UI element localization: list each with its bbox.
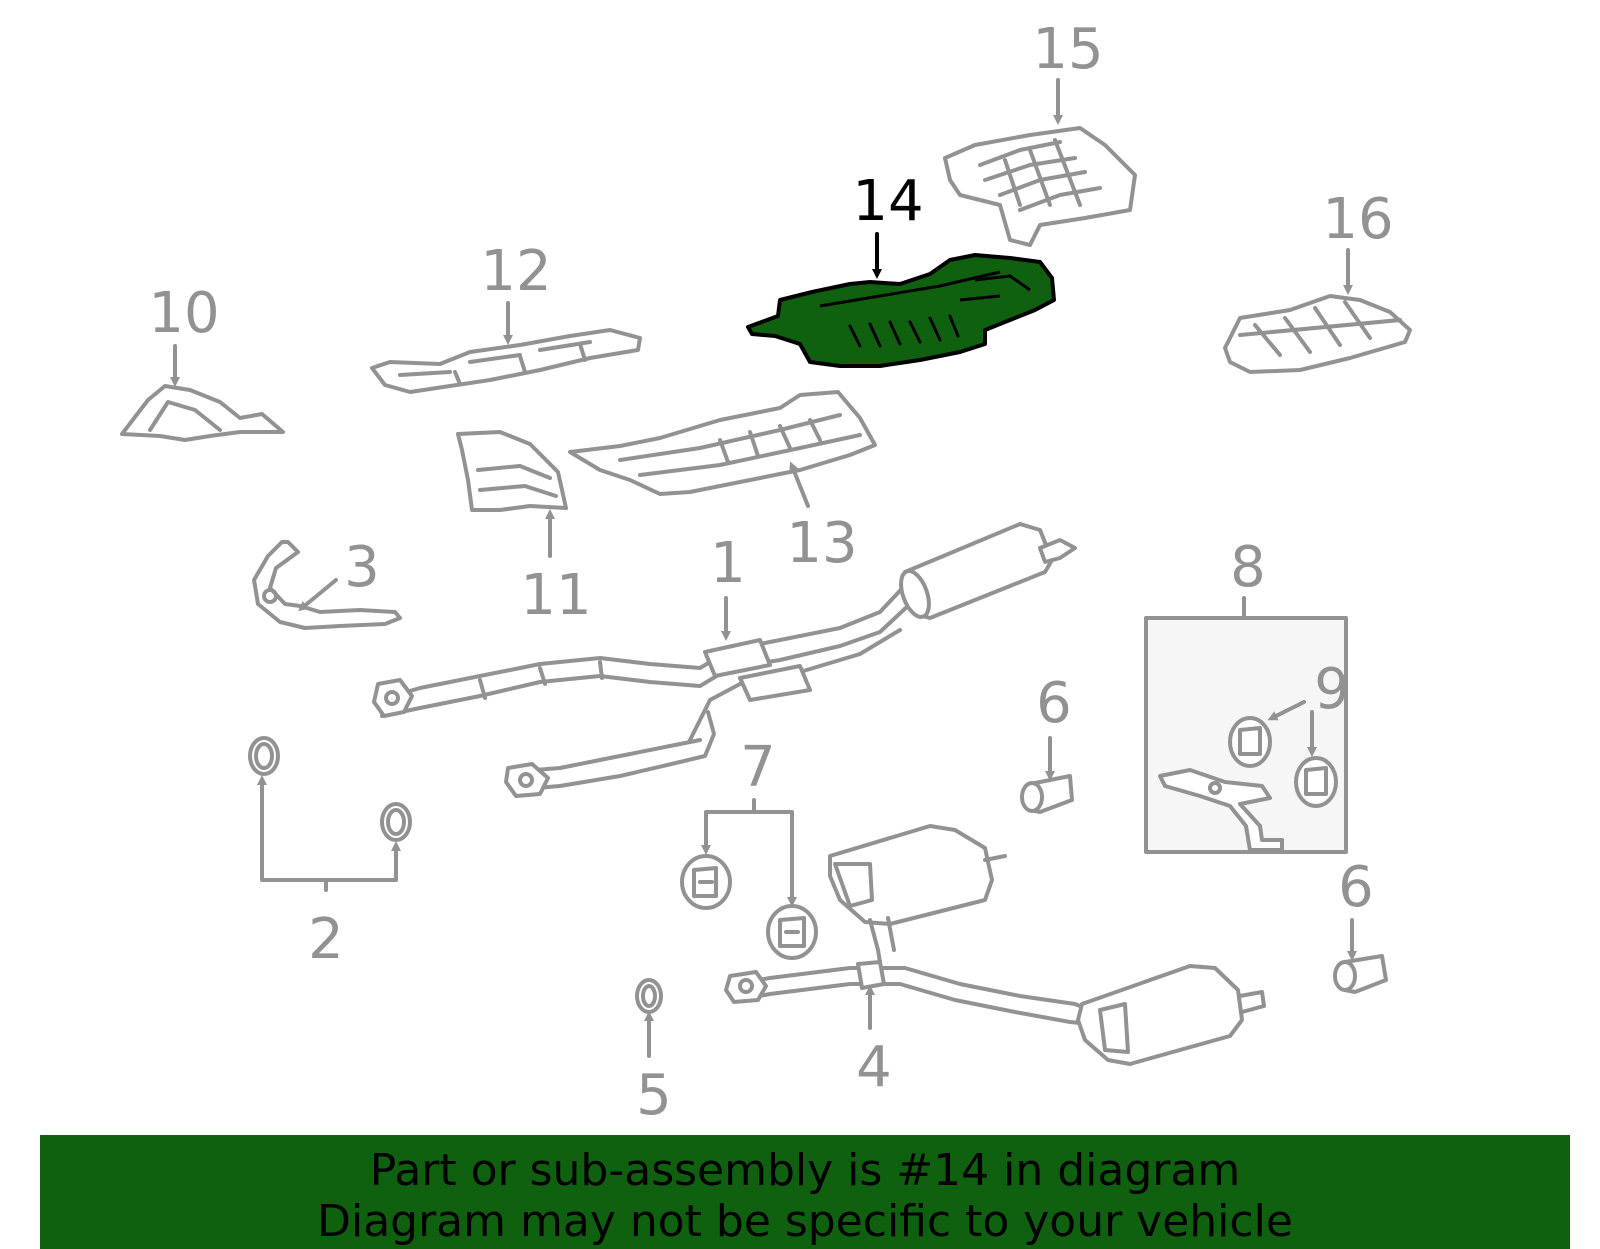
callout-7: 7 bbox=[740, 735, 776, 800]
leader-7-b bbox=[752, 810, 797, 907]
callout-14: 14 bbox=[852, 169, 923, 234]
callout-8: 8 bbox=[1230, 535, 1266, 600]
part-7-hangers[interactable] bbox=[680, 854, 818, 960]
part-11-heat-insulator[interactable] bbox=[456, 430, 568, 512]
callout-11: 11 bbox=[520, 563, 591, 628]
callout-1: 1 bbox=[710, 531, 746, 596]
leader-2-a bbox=[257, 775, 328, 892]
callout-3: 3 bbox=[344, 535, 380, 600]
part-6-tail-tip-upper[interactable] bbox=[1020, 774, 1074, 814]
callout-9: 9 bbox=[1314, 657, 1350, 722]
part-4-rear-muffler[interactable] bbox=[724, 824, 1266, 1066]
part-3-bracket[interactable] bbox=[252, 540, 402, 630]
callout-6-lower: 6 bbox=[1338, 855, 1374, 920]
info-banner: Part or sub-assembly is #14 in diagram D… bbox=[40, 1135, 1570, 1249]
callout-2: 2 bbox=[308, 907, 344, 972]
leader-9-a bbox=[1267, 700, 1306, 721]
part-16-heat-insulator[interactable] bbox=[1223, 294, 1412, 374]
part-10-heat-insulator[interactable] bbox=[120, 384, 285, 442]
callout-15: 15 bbox=[1032, 17, 1103, 82]
part-15-heat-insulator[interactable] bbox=[943, 126, 1137, 247]
callout-16: 16 bbox=[1322, 187, 1393, 252]
callout-10: 10 bbox=[148, 281, 219, 346]
callout-6-upper: 6 bbox=[1036, 671, 1072, 736]
part-6-tail-tip-lower[interactable] bbox=[1333, 954, 1388, 994]
banner-line-part-info: Part or sub-assembly is #14 in diagram bbox=[369, 1145, 1241, 1196]
leader-3 bbox=[298, 578, 338, 612]
part-5-gasket[interactable] bbox=[635, 978, 663, 1014]
part-14-heat-insulator-highlighted[interactable] bbox=[746, 253, 1056, 368]
callout-5: 5 bbox=[636, 1063, 672, 1128]
part-12-heat-insulator[interactable] bbox=[370, 328, 642, 394]
callout-13: 13 bbox=[786, 511, 857, 576]
leader-7-a bbox=[701, 798, 756, 855]
leader-13 bbox=[789, 461, 810, 508]
part-13-heat-insulator[interactable] bbox=[568, 390, 877, 496]
part-1-exhaust-pipe[interactable] bbox=[372, 522, 1077, 798]
callout-12: 12 bbox=[480, 239, 551, 304]
leader-2-b bbox=[324, 841, 401, 882]
banner-line-disclaimer: Diagram may not be specific to your vehi… bbox=[317, 1196, 1293, 1247]
part-2-gaskets[interactable] bbox=[248, 736, 412, 842]
part-9-rubber-hangers[interactable] bbox=[1228, 716, 1338, 808]
callout-4: 4 bbox=[856, 1035, 892, 1100]
